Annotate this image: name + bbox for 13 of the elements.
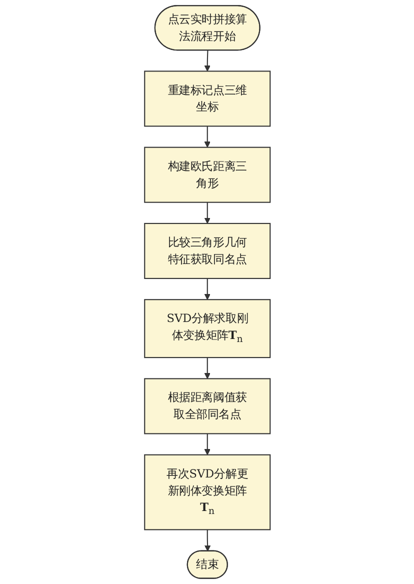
arrow [204,126,210,148]
node-box: 比较三角形几何特征获取同名点 [144,222,270,279]
node-box: 重建标记点三维坐标 [144,70,270,127]
node-box: 再次SVD分解更新刚体变换矩阵T$_{n}$ [144,454,270,530]
arrow [204,278,210,300]
arrow [204,50,210,72]
arrow [204,530,210,552]
node-box: SVD分解求取刚体变换矩阵T$_{n}$ [144,299,270,358]
arrow [204,434,210,456]
arrow [204,358,210,379]
arrow [204,202,210,224]
node-box: 构建欧氏距离三角形 [144,146,270,203]
node-box: 根据距离阈值获取全部同名点 [144,378,270,434]
